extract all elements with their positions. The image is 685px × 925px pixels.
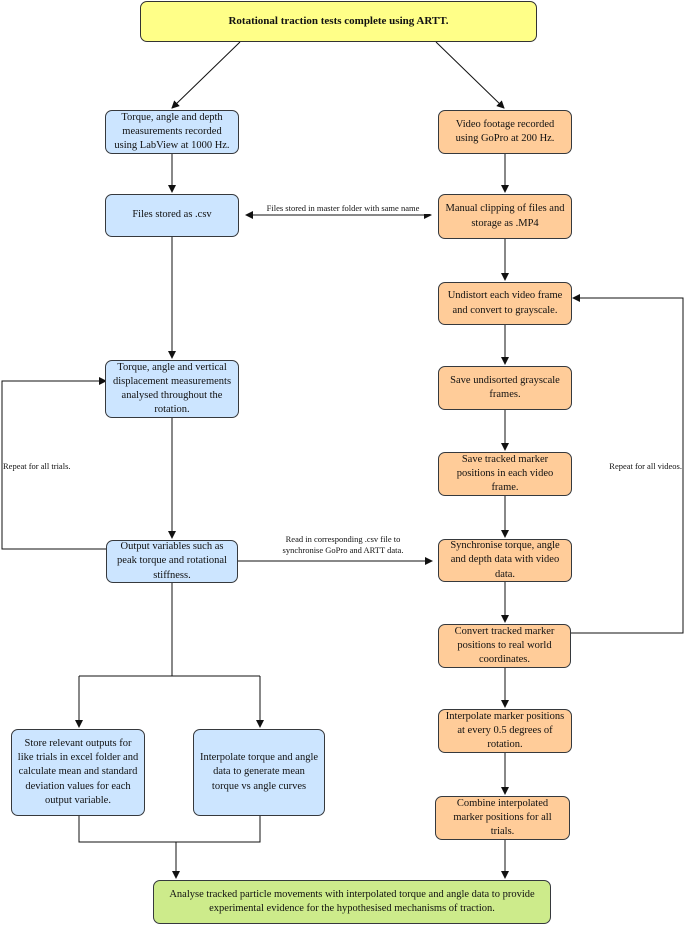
excel-node: Store relevant outputs for like trials i…: [11, 729, 145, 816]
output-node: Output variables such as peak torque and…: [106, 540, 238, 583]
clip-node: Manual clipping of files and storage as …: [438, 194, 572, 239]
arrow-start-to-gopro: [435, 41, 505, 109]
save-marker-node: Save tracked marker positions in each vi…: [438, 452, 572, 496]
analyse-node: Torque, angle and vertical displacement …: [105, 360, 239, 418]
interp-torque-node: Interpolate torque and angle data to gen…: [193, 729, 325, 816]
labview-node: Torque, angle and depth measurements rec…: [105, 110, 239, 154]
combine-node: Combine interpolated marker positions fo…: [435, 796, 570, 840]
label-repeat-trials: Repeat for all trials.: [3, 461, 83, 473]
label-read-csv-line1: Read in corresponding .csv file to: [285, 534, 401, 544]
save-gray-node: Save undisorted grayscale frames.: [438, 366, 572, 410]
arrow-start-to-labview: [171, 41, 241, 109]
csv-node: Files stored as .csv: [105, 194, 239, 237]
convert-node: Convert tracked marker positions to real…: [438, 624, 571, 668]
loop-repeat-videos: [571, 294, 684, 634]
interp-marker-node: Interpolate marker positions at every 0.…: [438, 709, 572, 753]
label-master-folder: Files stored in master folder with same …: [255, 203, 431, 215]
label-read-csv: Read in corresponding .csv file to synch…: [258, 534, 428, 557]
undistort-node: Undistort each video frame and convert t…: [438, 282, 572, 325]
label-read-csv-line2: synchronise GoPro and ARTT data.: [282, 545, 404, 556]
gopro-node: Video footage recorded using GoPro at 20…: [438, 110, 572, 154]
start-node: Rotational traction tests complete using…: [140, 1, 537, 42]
label-repeat-videos: Repeat for all videos.: [602, 461, 682, 473]
loop-repeat-trials: [1, 377, 107, 550]
merge-bottom-left: [78, 816, 261, 843]
sync-node: Synchronise torque, angle and depth data…: [438, 539, 572, 582]
final-node: Analyse tracked particle movements with …: [153, 880, 551, 924]
